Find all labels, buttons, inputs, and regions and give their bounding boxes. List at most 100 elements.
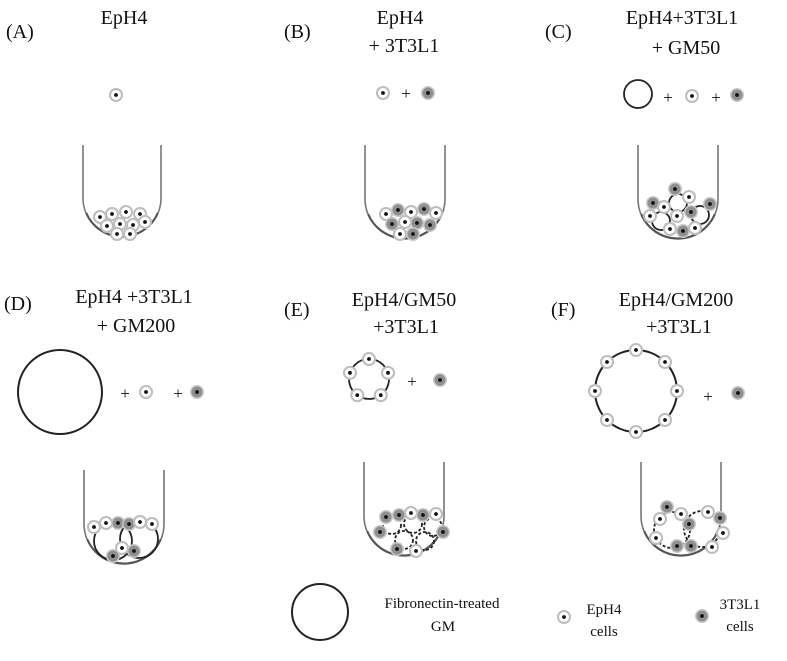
- 3t3l1-cell: [670, 539, 684, 553]
- 3t3l1-cell: [373, 525, 387, 539]
- gm-bead: [291, 583, 349, 641]
- cell-nucleus: [414, 549, 418, 553]
- cell-glyph: [416, 508, 430, 522]
- cell-glyph: [731, 386, 745, 400]
- cell-nucleus: [675, 214, 679, 218]
- cell-glyph: [429, 206, 443, 220]
- panel-e: (E) EpH4/GM50 +3T3L1 +: [284, 289, 456, 558]
- 3t3l1-cell: [106, 549, 120, 563]
- cell-glyph: [703, 197, 717, 211]
- bead-outline: [415, 531, 435, 551]
- eph4-cell: [350, 388, 365, 403]
- cell-glyph: [649, 531, 663, 545]
- cell-nucleus: [426, 91, 430, 95]
- cell-nucleus: [104, 521, 108, 525]
- eph4-cell: [688, 221, 702, 235]
- cell-nucleus: [131, 223, 135, 227]
- cell-nucleus: [721, 531, 725, 535]
- cell-nucleus: [665, 505, 669, 509]
- gm-bead: [17, 349, 103, 435]
- cell-nucleus: [398, 232, 402, 236]
- cell-nucleus: [679, 512, 683, 516]
- cell-nucleus: [386, 370, 390, 375]
- cell-glyph: [663, 222, 677, 236]
- cell-glyph: [674, 507, 688, 521]
- cell-glyph: [133, 515, 147, 529]
- panel-c-title-line2: + GM50: [652, 37, 721, 59]
- eph4-cell: [145, 517, 159, 531]
- cell-glyph: [429, 507, 443, 521]
- legend-gm-label-line2: GM: [431, 619, 455, 635]
- cell-nucleus: [409, 511, 413, 515]
- cell-nucleus: [384, 212, 388, 216]
- panel-d-letter: (D): [4, 293, 32, 315]
- cell-nucleus: [128, 232, 132, 236]
- eph4-cell: [109, 88, 123, 102]
- legend-eph4: EpH4 cells: [557, 602, 622, 640]
- cell-glyph: [376, 86, 390, 100]
- cell-glyph: [684, 539, 698, 553]
- 3t3l1-cell: [391, 203, 405, 217]
- cell-nucleus: [687, 522, 691, 526]
- cell-nucleus: [562, 615, 566, 619]
- well-e-cells: [373, 506, 450, 558]
- cell-glyph: [713, 511, 727, 525]
- coated-bead: [415, 531, 435, 551]
- cell-glyph: [99, 516, 113, 530]
- eph4-cell: [376, 86, 390, 100]
- cell-glyph: [105, 207, 119, 221]
- cell-nucleus: [92, 525, 96, 529]
- cell-glyph: [417, 202, 431, 216]
- cell-glyph: [670, 539, 684, 553]
- plus-sign: +: [401, 84, 411, 103]
- eph4-cell: [670, 384, 684, 398]
- cell-nucleus: [706, 510, 710, 514]
- plus-sign: +: [173, 384, 183, 403]
- cell-nucleus: [110, 212, 114, 216]
- cell-glyph: [695, 609, 709, 623]
- cell-nucleus: [144, 390, 148, 394]
- cell-nucleus: [348, 370, 352, 375]
- cell-nucleus: [396, 208, 400, 212]
- eph4-cell: [115, 541, 129, 555]
- cell-nucleus: [111, 554, 115, 558]
- plus-sign: +: [711, 88, 721, 107]
- 3t3l1-cell: [713, 511, 727, 525]
- eph4-cell: [629, 425, 643, 439]
- cell-nucleus: [710, 545, 714, 549]
- legend-gm: Fibronectin-treated GM: [291, 583, 500, 641]
- cell-nucleus: [132, 549, 136, 553]
- cell-glyph: [660, 500, 674, 514]
- cell-nucleus: [397, 513, 401, 517]
- cell-glyph: [730, 88, 744, 102]
- eph4-cell: [99, 516, 113, 530]
- legend-3t3l1: 3T3L1 cells: [695, 597, 760, 635]
- eph4-cell: [362, 352, 376, 366]
- panel-f: (F) EpH4/GM200 +3T3L1 +: [551, 289, 745, 557]
- bead-outline: [17, 349, 103, 435]
- eph4-cell: [105, 207, 119, 221]
- cell-nucleus: [651, 201, 655, 205]
- cell-glyph: [433, 373, 447, 387]
- cell-nucleus: [687, 195, 691, 199]
- eph4-cell: [705, 540, 719, 554]
- bead-outline: [623, 79, 653, 109]
- well-a-cells: [93, 205, 152, 241]
- cell-glyph: [668, 182, 682, 196]
- cell-glyph: [119, 205, 133, 219]
- cell-glyph: [190, 385, 204, 399]
- cell-nucleus: [105, 224, 109, 228]
- cell-glyph: [682, 190, 696, 204]
- 3t3l1-cell: [731, 386, 745, 400]
- panel-b-letter: (B): [284, 21, 311, 43]
- cell-nucleus: [403, 220, 407, 224]
- eph4-cell: [381, 365, 396, 380]
- eph4-cell: [409, 544, 423, 558]
- panel-a-letter: (A): [6, 21, 34, 43]
- cell-glyph: [409, 544, 423, 558]
- well-d-cells: [87, 515, 159, 563]
- 3t3l1-cell: [406, 227, 420, 241]
- eph4-cell: [682, 190, 696, 204]
